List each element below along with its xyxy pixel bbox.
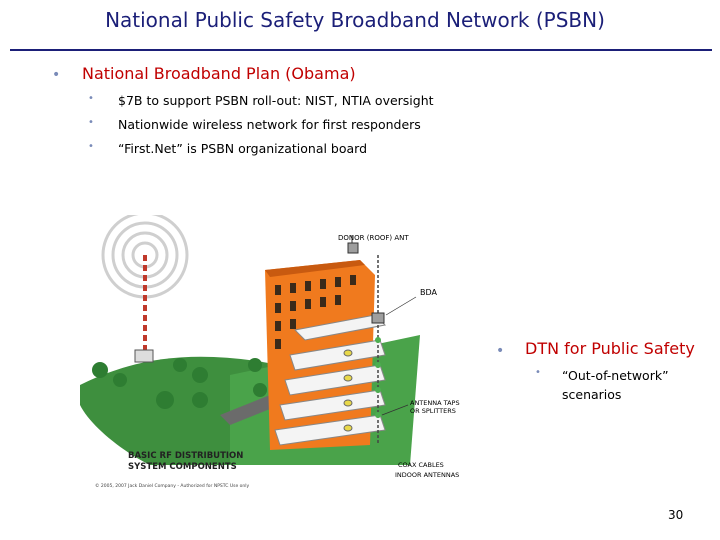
sub-bullet-dot: • — [535, 367, 541, 378]
tower-shed — [134, 349, 154, 363]
sub-bullet-dot: • — [88, 117, 94, 128]
indoor-antennas — [343, 337, 381, 432]
basic-label-2: SYSTEM COMPONENTS — [128, 462, 237, 472]
sub-bullet-1: $7B to support PSBN roll-out: NIST, NTIA… — [118, 93, 434, 108]
sub-bullet-dot: • — [88, 93, 94, 104]
sub-bullet-3: “First.Net” is PSBN organizational board — [118, 141, 368, 156]
indoor-label: INDOOR ANTENNAS — [395, 471, 459, 479]
main-bullet: National Broadband Plan (Obama) — [82, 64, 356, 83]
title-divider — [10, 49, 712, 51]
bda-label: BDA — [420, 288, 438, 297]
copyright-label: © 2005, 2007 Jack Daniel Company - Autho… — [95, 482, 250, 489]
side-heading: DTN for Public Safety — [525, 339, 695, 358]
bda-unit — [371, 312, 385, 324]
sub-bullet-dot: • — [88, 141, 94, 152]
donor-antenna — [347, 242, 359, 254]
bullet-dot: • — [52, 67, 61, 83]
building-windows — [275, 275, 356, 349]
donor-label: DONOR (ROOF) ANT — [338, 234, 409, 242]
trees — [92, 358, 267, 409]
basic-label-1: BASIC RF DISTRIBUTION — [128, 451, 243, 461]
sub-bullet-2: Nationwide wireless network for first re… — [118, 117, 421, 132]
bullet-dot: • — [496, 343, 505, 359]
cutaway-floors — [274, 314, 387, 446]
side-sub: “Out-of-network” scenarios — [562, 368, 669, 402]
coax-label: COAX CABLES — [398, 461, 444, 469]
rf-distribution-diagram: DONOR (ROOF) ANT BDA ANTENNA TAPS OR SPL… — [80, 215, 460, 489]
page-number: 30 — [668, 508, 684, 522]
taps-label-2: OR SPLITTERS — [410, 407, 456, 415]
taps-label-1: ANTENNA TAPS — [410, 399, 460, 407]
slide-title: National Public Safety Broadband Network… — [105, 8, 605, 32]
